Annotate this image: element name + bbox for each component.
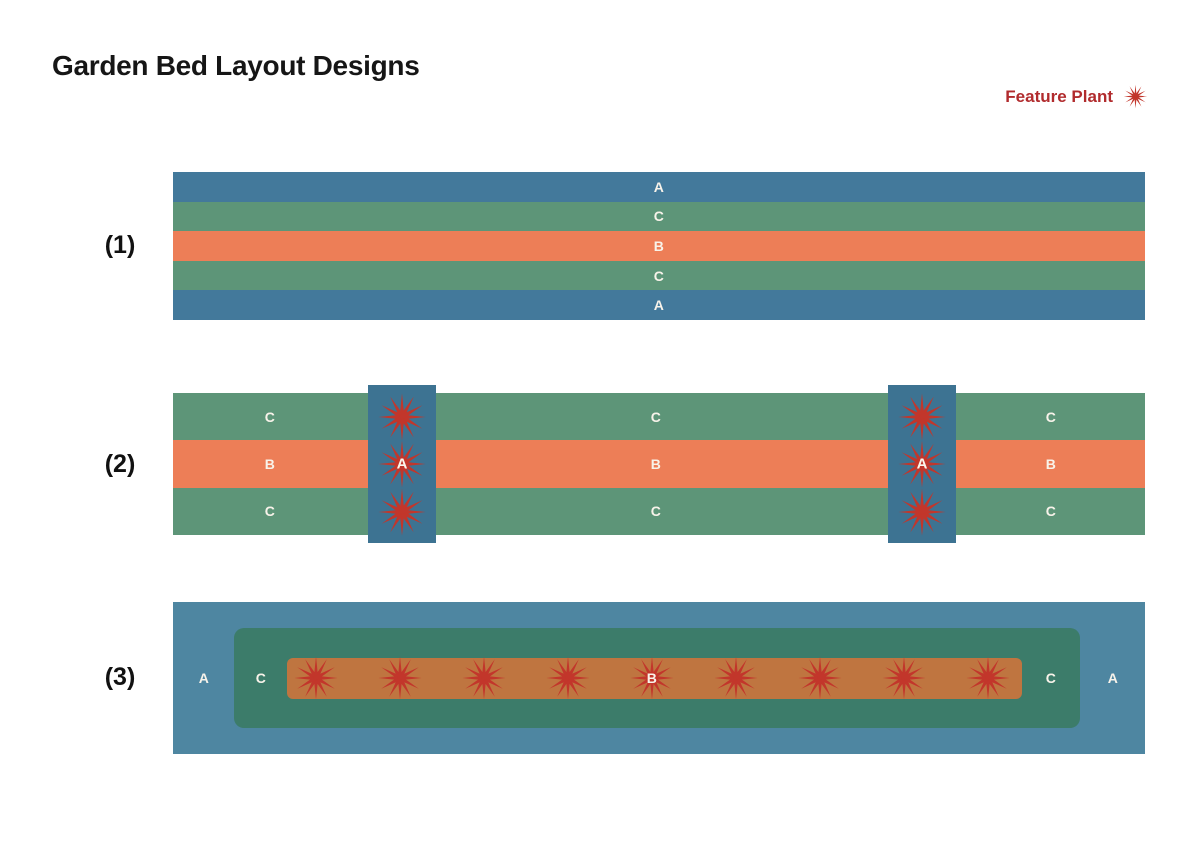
design-1-label: (1) bbox=[104, 231, 136, 259]
plant-label: C bbox=[1045, 670, 1057, 686]
feature-plant-icon bbox=[545, 655, 591, 701]
plant-label: A bbox=[653, 178, 665, 195]
bed1-row-5: A bbox=[173, 290, 1145, 320]
plant-label: A bbox=[198, 670, 210, 686]
plant-label: C bbox=[653, 267, 665, 284]
plant-label: C bbox=[650, 503, 662, 519]
feature-plant-icon bbox=[293, 655, 339, 701]
bed2-row-2 bbox=[173, 440, 1145, 488]
feature-plant-icon bbox=[881, 655, 927, 701]
plant-label: C bbox=[1045, 409, 1057, 425]
feature-plant-icon bbox=[377, 655, 423, 701]
garden-bed-design-2: C B C C B C C B C A A bbox=[173, 385, 1145, 543]
feature-plant-icon bbox=[965, 655, 1011, 701]
bed1-row-4: C bbox=[173, 260, 1145, 291]
plant-label: C bbox=[650, 409, 662, 425]
plant-label: A bbox=[653, 297, 665, 314]
bed1-row-3: B bbox=[173, 231, 1145, 261]
feature-plant-icon bbox=[897, 439, 947, 489]
design-2-label: (2) bbox=[104, 450, 136, 478]
plant-label: B bbox=[1045, 456, 1057, 472]
page-title: Garden Bed Layout Designs bbox=[52, 50, 420, 81]
feature-plant-icon bbox=[377, 439, 427, 489]
plant-label: C bbox=[1045, 503, 1057, 519]
legend-label: Feature Plant bbox=[1005, 86, 1113, 106]
legend: Feature Plant bbox=[1005, 84, 1148, 109]
feature-plant-icon bbox=[797, 655, 843, 701]
feature-plant-icon bbox=[377, 487, 427, 537]
feature-plant-column: A bbox=[368, 385, 436, 543]
feature-plant-icon bbox=[377, 392, 427, 442]
plant-label: B bbox=[646, 670, 658, 686]
design-3-label: (3) bbox=[104, 663, 136, 691]
feature-plant-icon bbox=[461, 655, 507, 701]
bed2-row-3 bbox=[173, 487, 1145, 535]
feature-plant-icon bbox=[897, 487, 947, 537]
bed1-row-2: C bbox=[173, 201, 1145, 232]
feature-plant-icon bbox=[897, 392, 947, 442]
plant-label: C bbox=[653, 208, 665, 225]
plant-label: B bbox=[264, 456, 276, 472]
plant-label: A bbox=[916, 455, 928, 473]
garden-bed-design-3: A C B C A bbox=[173, 602, 1145, 754]
bed1-row-1: A bbox=[173, 172, 1145, 202]
plant-label: A bbox=[396, 455, 408, 473]
plant-label: C bbox=[264, 503, 276, 519]
plant-label: A bbox=[1107, 670, 1119, 686]
feature-plant-icon bbox=[629, 655, 675, 701]
feature-plant-column: A bbox=[888, 385, 956, 543]
feature-plant-icon bbox=[713, 655, 759, 701]
plant-label: C bbox=[264, 409, 276, 425]
bed2-row-1 bbox=[173, 393, 1145, 441]
plant-label: B bbox=[653, 237, 665, 254]
plant-label: B bbox=[650, 456, 662, 472]
feature-plant-icon bbox=[1123, 84, 1148, 109]
garden-bed-design-1: A C B C A bbox=[173, 172, 1145, 320]
plant-label: C bbox=[255, 670, 267, 686]
